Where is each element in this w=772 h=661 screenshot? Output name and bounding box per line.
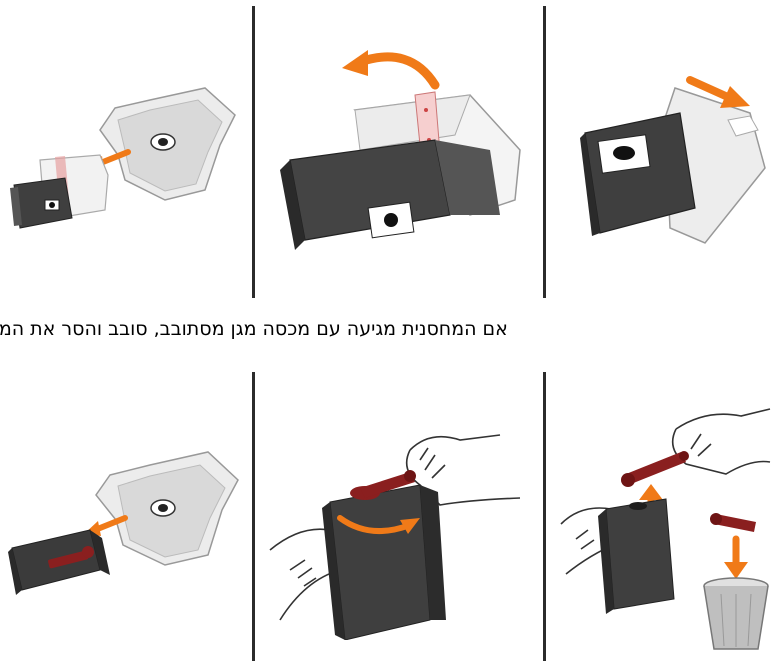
divider-top-left: [252, 6, 255, 298]
cap-icon: [710, 513, 756, 532]
divider-top-right: [543, 6, 546, 298]
cartridge-icon: [10, 155, 108, 228]
divider-bottom-left: [252, 372, 255, 661]
trash-bin-icon: [704, 578, 768, 649]
curved-arrow-icon: [342, 50, 435, 85]
tape-illustration: [260, 40, 538, 265]
instruction-caption: אם המחסנית מגיעה עם מכסה מגן מסתובב, סוב…: [0, 318, 772, 348]
package-illustration-2: [0, 430, 245, 610]
cap-icon: [621, 451, 689, 487]
twist-illustration: [260, 430, 538, 640]
step-panel-discard-cap: [556, 404, 772, 654]
package-illustration: [0, 60, 245, 250]
arrow-icon: [724, 539, 748, 579]
cartridge-icon: [322, 485, 446, 640]
discard-illustration: [556, 404, 772, 654]
divider-bottom-right: [543, 372, 546, 661]
step-panel-remove-clip: [560, 58, 772, 248]
step-panel-remove-tape: [260, 40, 538, 265]
step-panel-remove-from-package-2: [0, 430, 245, 610]
step-panel-remove-from-package: [0, 60, 245, 250]
package-icon: [96, 452, 238, 565]
cartridge-icon: [598, 499, 674, 614]
step-panel-twist-cap: [260, 430, 538, 640]
cartridge-icon: [280, 140, 500, 250]
instruction-text: אם המחסנית מגיעה עם מכסה מגן מסתובב, סוב…: [0, 318, 508, 340]
package-icon: [100, 88, 235, 200]
clip-illustration: [560, 58, 772, 248]
